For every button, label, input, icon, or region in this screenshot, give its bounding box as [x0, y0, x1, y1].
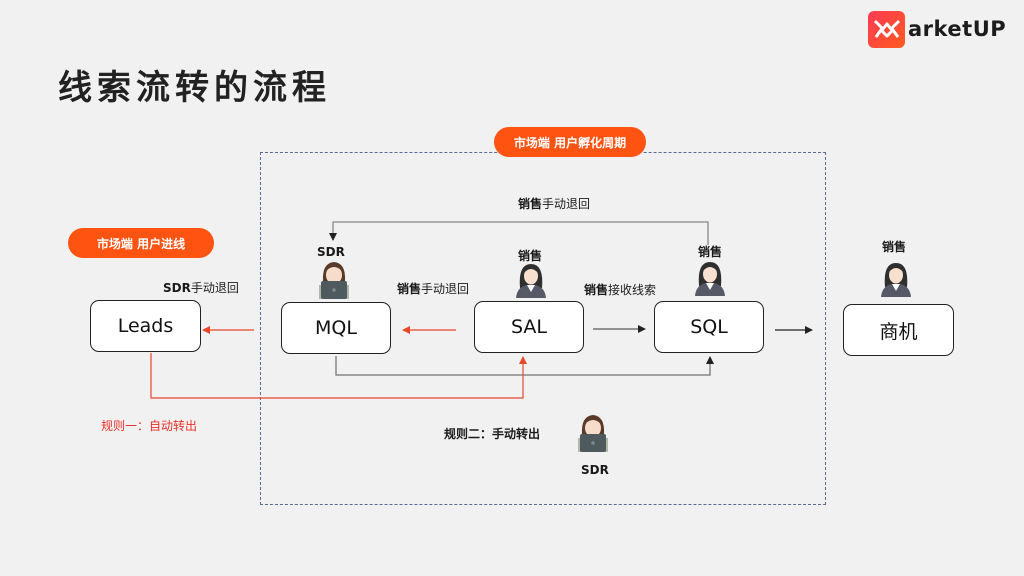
logo-text: arketUP: [908, 17, 1007, 41]
page-title: 线索流转的流程: [58, 68, 331, 108]
sales-person-icon: [695, 262, 725, 296]
label-sal-accept: 销售接收线索: [584, 283, 657, 297]
edge-sql-to-mql: [329, 221, 709, 245]
label-sal-return: 销售手动退回: [397, 282, 470, 296]
sales-person-icon: [516, 264, 546, 298]
role-opportunity: 销售: [882, 240, 907, 254]
edge-leads-to-sal: [150, 353, 527, 399]
role-sql: 销售: [698, 245, 723, 259]
node-leads: Leads: [90, 300, 201, 352]
sdr-laptop-person-icon: [578, 415, 608, 452]
sales-person-icon: [881, 263, 911, 297]
rule-one-label: 规则一：自动转出: [101, 419, 198, 433]
brand-logo: arketUP: [868, 10, 1006, 48]
label-sql-return: 销售手动退回: [518, 197, 591, 211]
role-bottom: SDR: [581, 463, 609, 477]
role-sal: 销售: [518, 249, 543, 263]
label-mql-return: SDR手动退回: [163, 281, 239, 295]
sdr-laptop-person-icon: [319, 262, 349, 299]
node-mql: MQL: [281, 302, 391, 354]
marketup-m-icon: [868, 10, 905, 48]
incubation-pill: 市场端 用户孵化周期: [494, 127, 646, 157]
rule-two-label: 规则二：手动转出: [444, 427, 541, 441]
node-sql: SQL: [654, 301, 764, 353]
node-sal: SAL: [474, 301, 584, 353]
intake-pill: 市场端 用户进线: [68, 228, 214, 258]
node-opportunity: 商机: [843, 304, 954, 356]
role-mql: SDR: [317, 245, 345, 259]
